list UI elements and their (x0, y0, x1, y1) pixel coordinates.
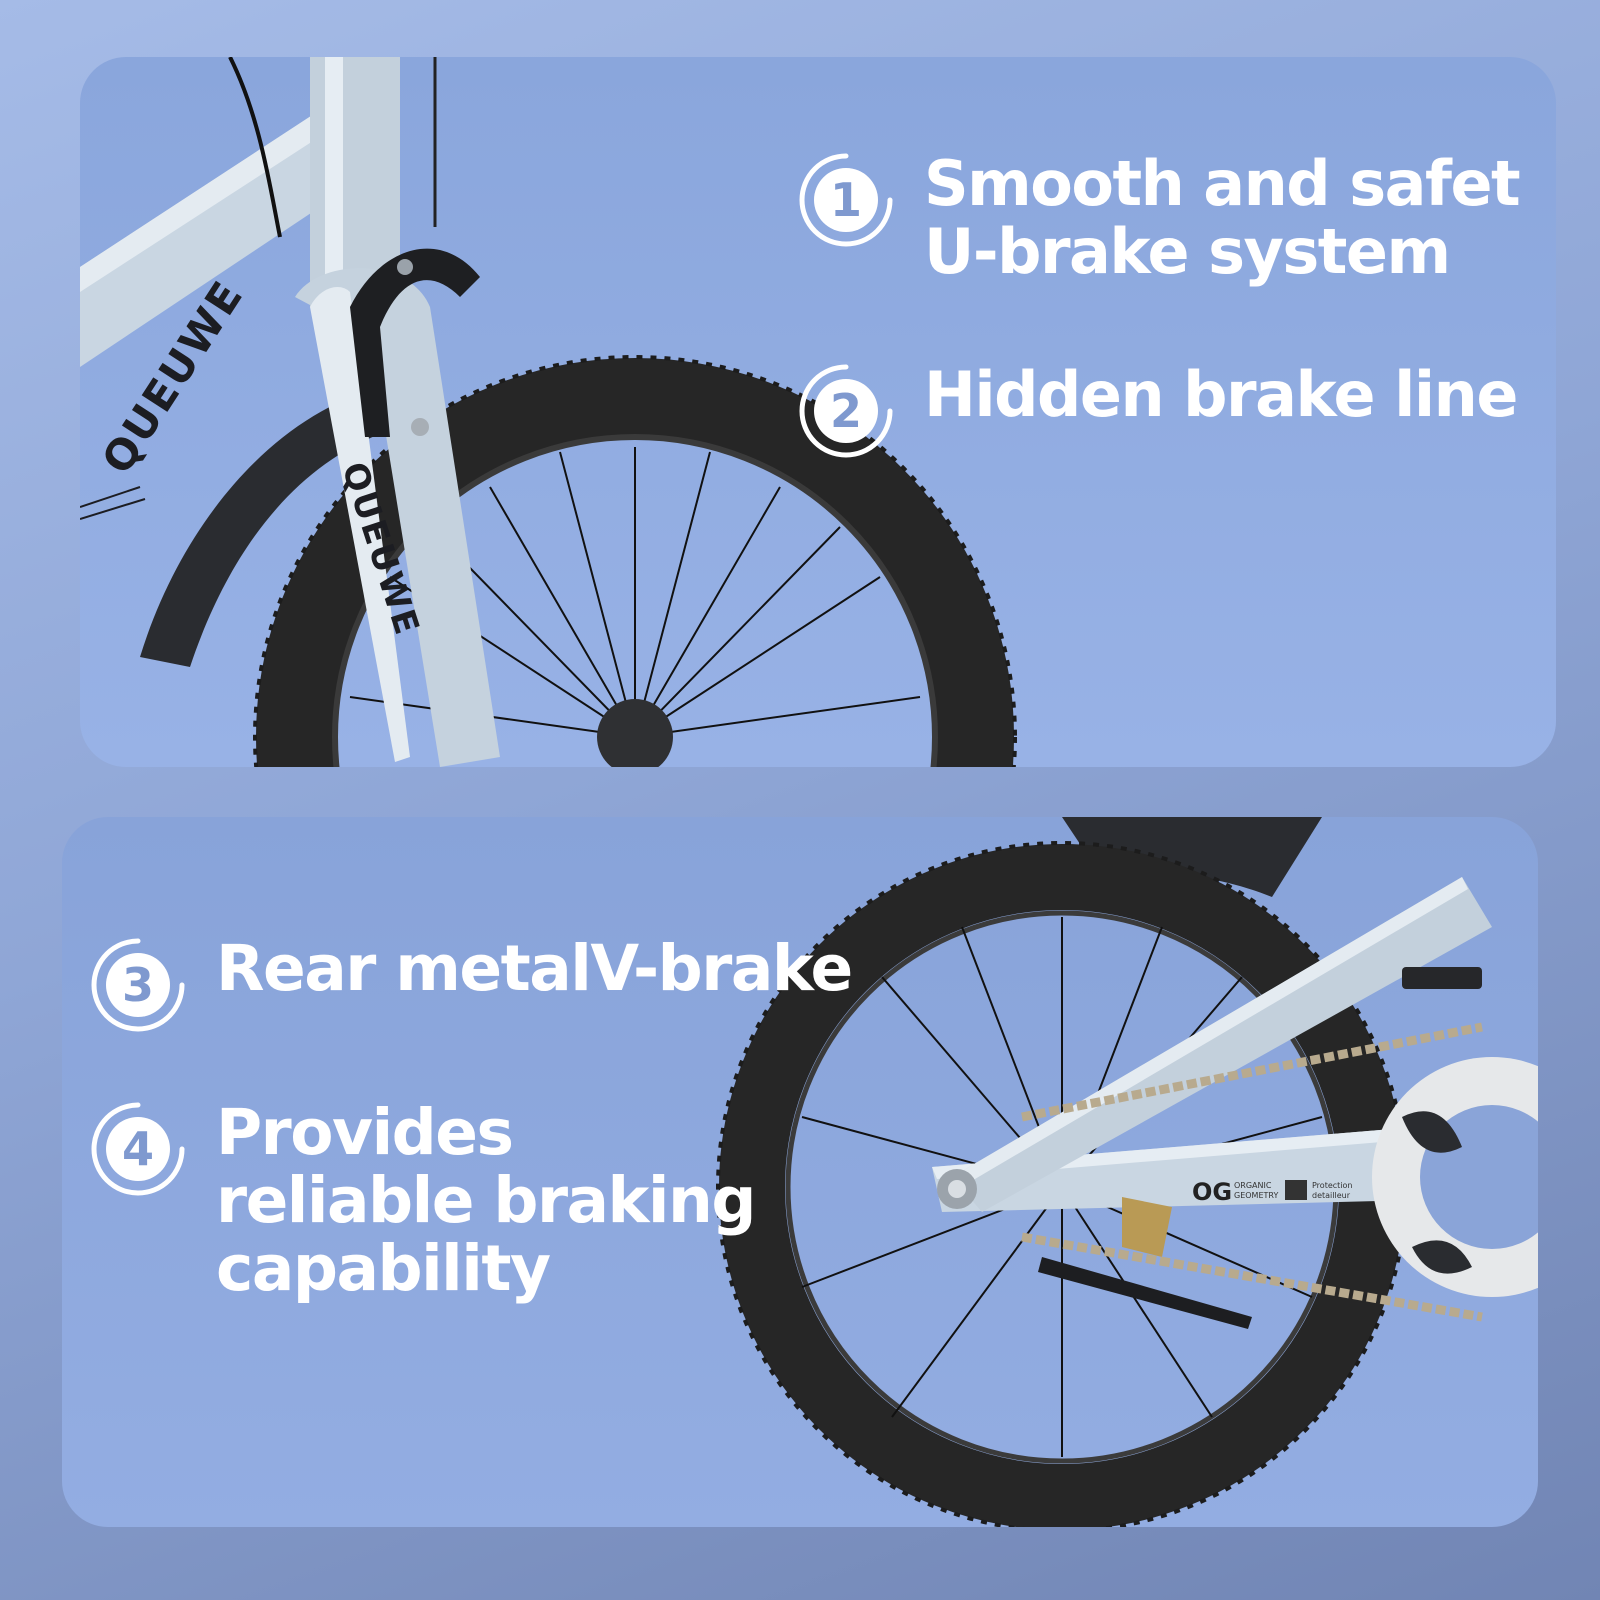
rear-brake-panel: OG ORGANIC GEOMETRY Protection detailleu… (62, 817, 1538, 1527)
front-brake-panel: QUEUWE QUEUWE (80, 57, 1556, 767)
feature-3-number: 3 (106, 953, 170, 1017)
feature-3-badge: 3 (88, 935, 188, 1035)
number-ring-icon (799, 153, 893, 247)
feature-2: 2 Hidden brake line (796, 358, 1518, 461)
feature-3: 3 Rear metalV-brake (88, 932, 853, 1035)
chainstay-text-2: GEOMETRY (1234, 1191, 1278, 1200)
u-brake-arm (350, 248, 480, 437)
feature-1: 1 Smooth and safet U-brake system (796, 147, 1521, 288)
brake-cable (228, 57, 282, 238)
pedal (1402, 967, 1482, 989)
front-tire (256, 358, 1014, 767)
chainstay-text-3: Protection (1312, 1181, 1352, 1190)
frame-top-tube (80, 97, 380, 367)
chainstay-text-1: ORGANIC (1234, 1181, 1272, 1190)
number-ring-icon (91, 938, 185, 1032)
kickstand (1038, 1257, 1252, 1329)
number-ring-icon (91, 1102, 185, 1196)
front-wheel-illustration: QUEUWE QUEUWE (80, 57, 1017, 767)
seatstay (952, 877, 1492, 1212)
feature-4-text: Provides reliable braking capability (216, 1096, 756, 1305)
chainstay-logo: OG (1192, 1178, 1232, 1206)
feature-2-badge: 2 (796, 361, 896, 461)
rear-mudguard (1062, 817, 1322, 897)
front-hub (597, 699, 673, 767)
chain (1021, 1022, 1483, 1122)
rear-wheel-illustration: OG ORGANIC GEOMETRY Protection detailleu… (716, 817, 1538, 1527)
feature-3-text: Rear metalV-brake (216, 932, 853, 1005)
feature-1-number: 1 (814, 168, 878, 232)
front-mudguard (140, 387, 400, 667)
feature-4-number: 4 (106, 1117, 170, 1181)
feature-4: 4 Provides reliable braking capability (88, 1096, 756, 1305)
feature-1-badge: 1 (796, 150, 896, 250)
rear-derailleur (1122, 1197, 1172, 1257)
number-ring-icon (799, 364, 893, 458)
feature-4-badge: 4 (88, 1099, 188, 1199)
chainstay-text-4: detailleur (1312, 1191, 1351, 1200)
feature-2-text: Hidden brake line (924, 358, 1518, 431)
fork-leg (295, 268, 500, 767)
feature-2-number: 2 (814, 379, 878, 443)
feature-1-text: Smooth and safet U-brake system (924, 147, 1521, 288)
